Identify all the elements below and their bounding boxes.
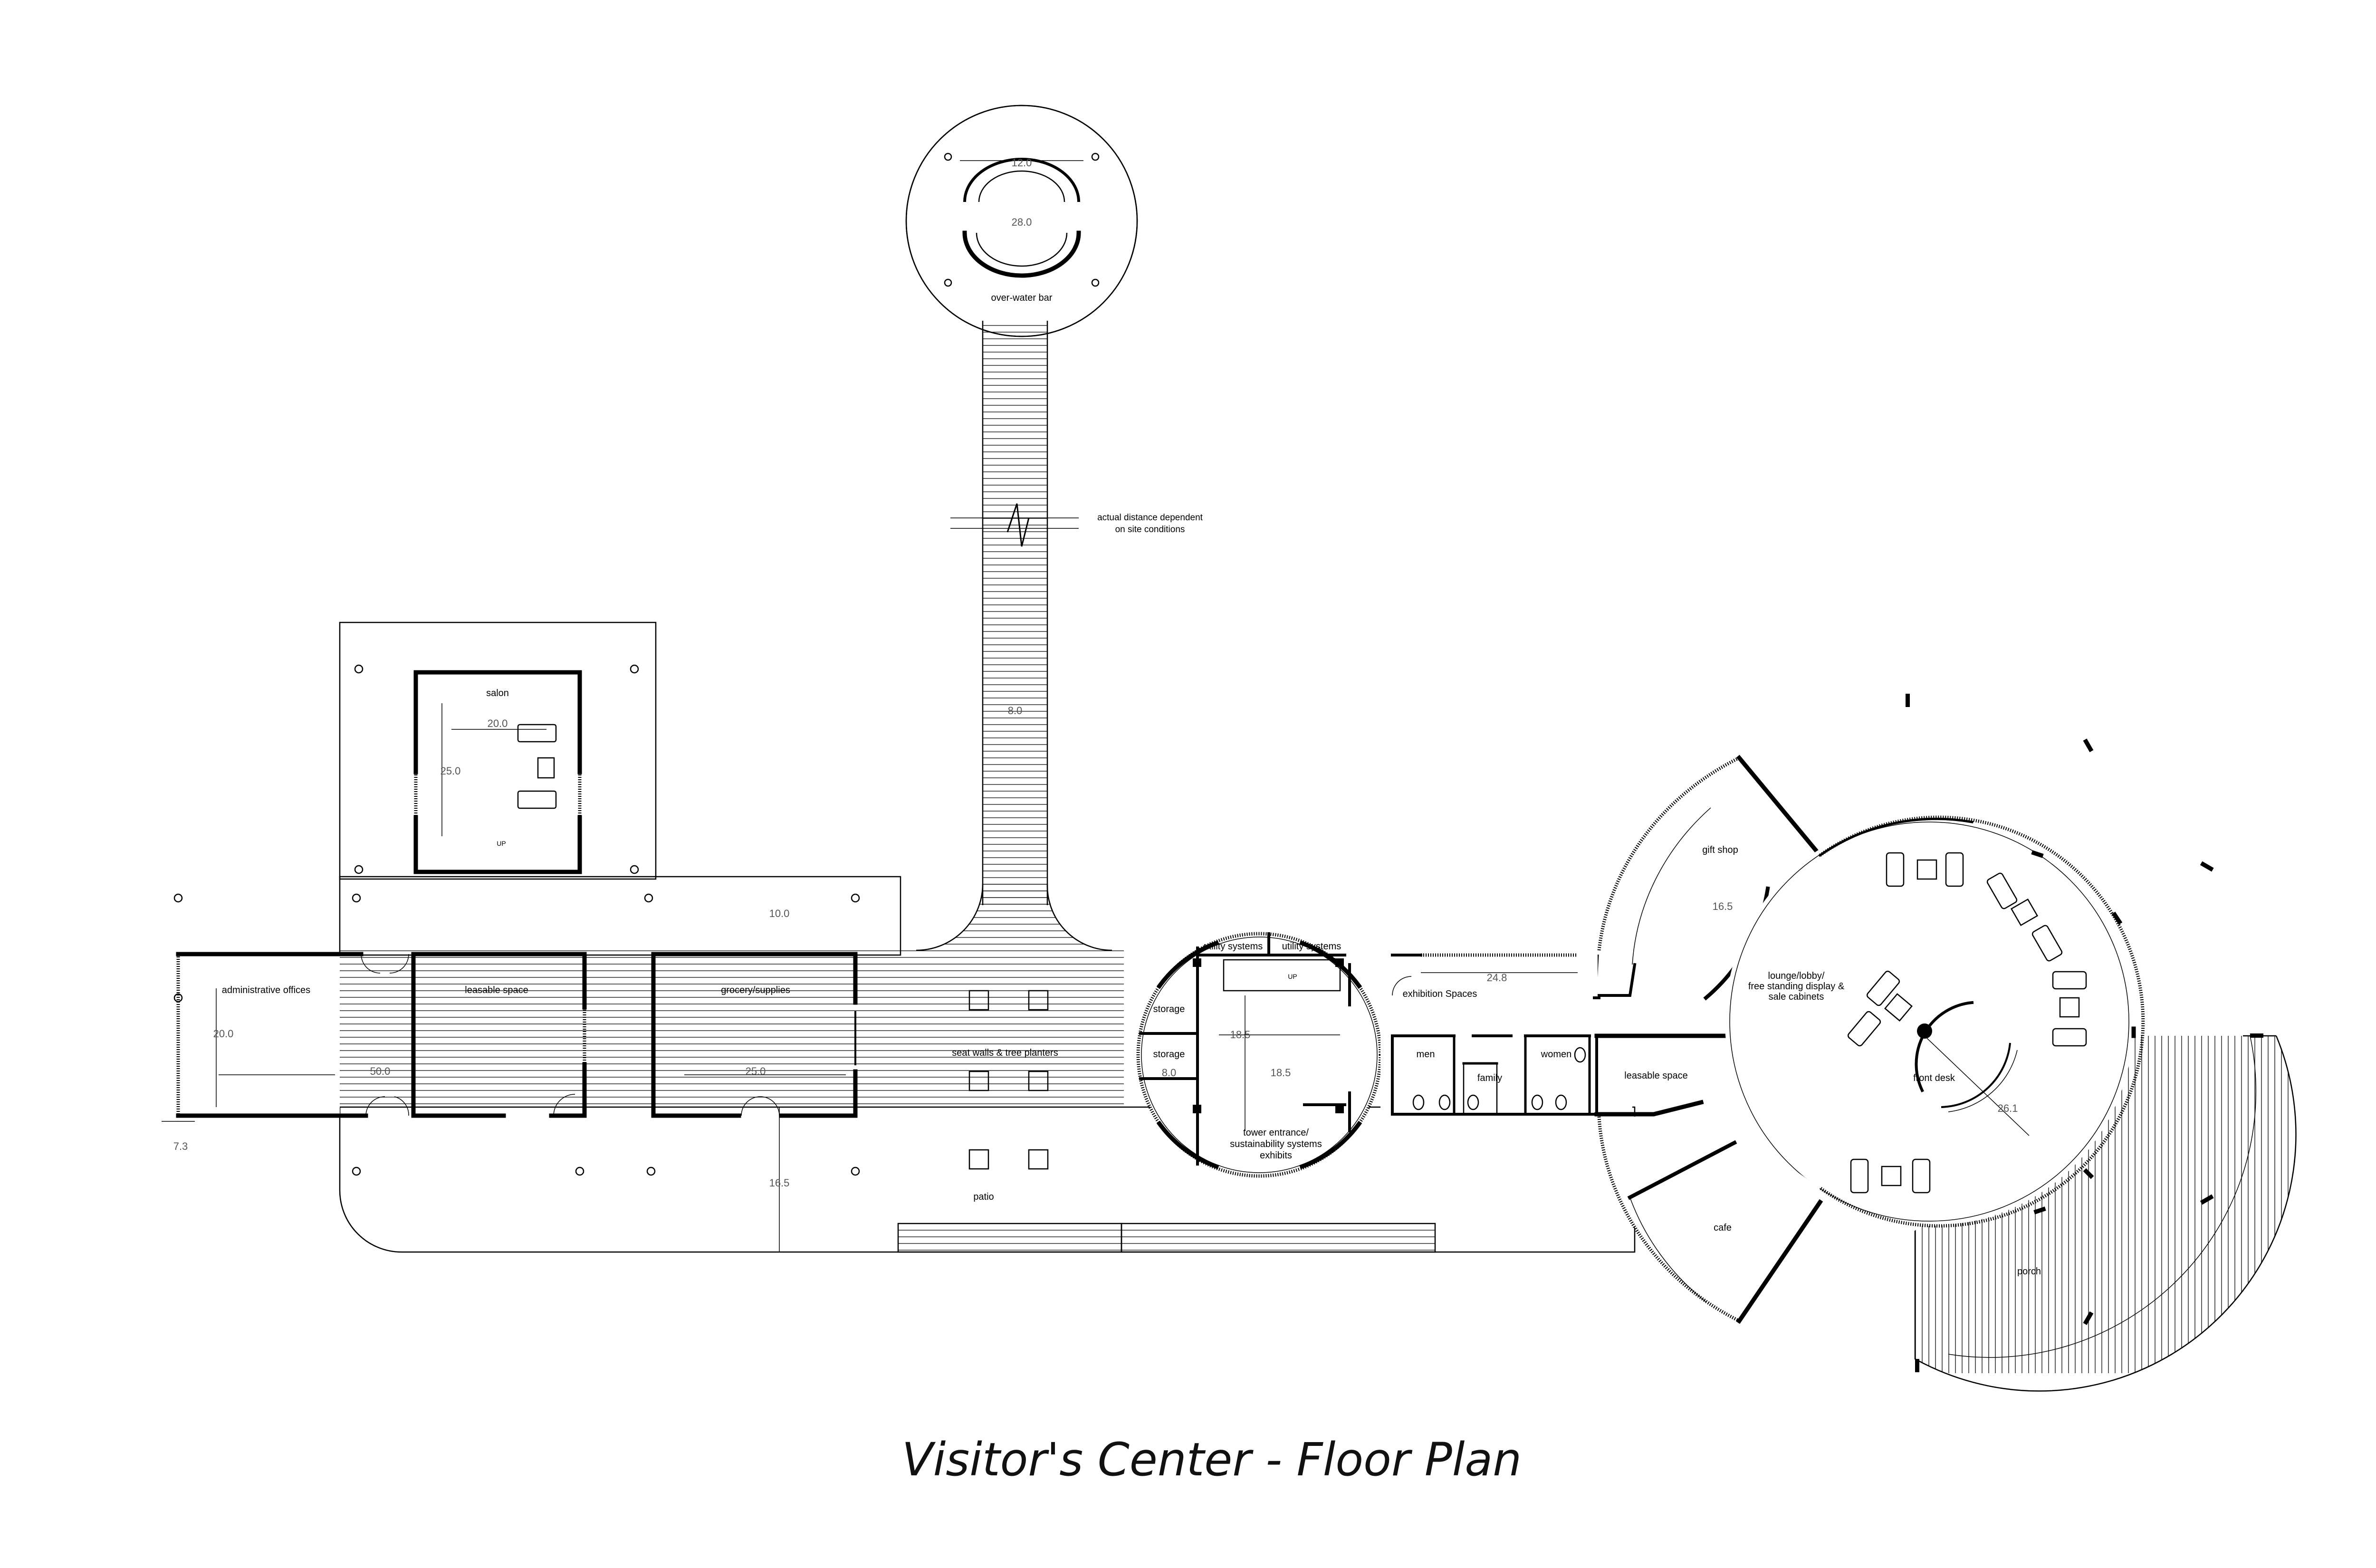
west-buildings: administrative offices 20.0 50.0 7.3 lea…: [162, 952, 858, 1152]
dim-bar-inner: 12.0: [1012, 157, 1032, 169]
lounge-line-2: free standing display &: [1748, 981, 1845, 992]
note-distance-line-2: on site conditions: [1115, 525, 1185, 535]
exterior-posts: [1906, 694, 2263, 1372]
dim-salon-width: 20.0: [488, 717, 508, 729]
room-storage-1: storage: [1153, 1004, 1185, 1014]
east-corridor: exhibition Spaces 24.8 men family women …: [1380, 953, 1727, 1117]
room-patio: patio: [973, 1192, 994, 1202]
dim-tower-width: 18.5: [1271, 1067, 1291, 1079]
room-utility-2: utility systems: [1282, 941, 1341, 952]
tower: UP utility systems utility systems stora…: [1136, 932, 1382, 1178]
walkway: actual distance dependent on site condit…: [916, 321, 1203, 951]
room-women: women: [1541, 1049, 1571, 1060]
columns: [173, 664, 860, 1176]
tower-entrance-line-3: exhibits: [1260, 1150, 1292, 1161]
room-leasable-west: leasable space: [465, 985, 528, 995]
tower-up-label: UP: [1288, 973, 1297, 980]
dim-walkway: 8.0: [1008, 705, 1023, 717]
room-front-desk: front desk: [1913, 1073, 1955, 1083]
dim-patio-gap: 16.5: [769, 1177, 790, 1189]
deck-areas: 10.0 16.5 patio: [339, 621, 1636, 1253]
dim-bar-outer: 28.0: [1012, 216, 1032, 228]
dim-deck-gap: 10.0: [769, 908, 790, 919]
room-admin: administrative offices: [222, 985, 310, 995]
room-exhibition: exhibition Spaces: [1403, 989, 1477, 999]
dim-exhibit-width: 24.8: [1487, 972, 1507, 984]
dim-grocery-width: 25.0: [746, 1065, 766, 1077]
room-over-water-bar: over-water bar: [991, 293, 1053, 303]
tower-entrance-line-2: sustainability systems: [1230, 1139, 1322, 1149]
dim-admin-width: 50.0: [370, 1065, 391, 1077]
seat-walls-and-planters: seat walls & tree planters: [952, 990, 1058, 1170]
dim-lobby-radius: 26.1: [1998, 1102, 2018, 1114]
note-distance-line-1: actual distance dependent: [1097, 513, 1203, 523]
room-storage-2: storage: [1153, 1049, 1185, 1060]
room-grocery: grocery/supplies: [721, 985, 790, 995]
dim-admin-height: 20.0: [213, 1028, 234, 1040]
main-pavilion: gift shop 16.5 front desk: [1597, 755, 2145, 1324]
room-family: family: [1477, 1073, 1502, 1083]
room-leasable-east: leasable space: [1624, 1071, 1687, 1081]
dim-tower-inner: 18.5: [1230, 1029, 1251, 1041]
salon: salon 20.0 25.0 UP: [413, 670, 582, 874]
over-water-bar: 12.0 28.0 over-water bar: [905, 105, 1138, 337]
room-seat-walls: seat walls & tree planters: [952, 1048, 1058, 1058]
room-cafe: cafe: [1714, 1223, 1732, 1233]
dim-gift-shop: 16.5: [1713, 900, 1733, 912]
dim-salon-height: 25.0: [441, 765, 461, 777]
room-gift-shop: gift shop: [1702, 845, 1738, 855]
room-men: men: [1417, 1049, 1435, 1060]
dim-edge: 7.3: [173, 1140, 188, 1152]
tower-entrance-line-1: tower entrance/: [1243, 1128, 1309, 1138]
room-porch: porch: [2017, 1266, 2041, 1277]
room-utility-1: utility systems: [1204, 941, 1263, 952]
lounge-line-3: sale cabinets: [1769, 992, 1824, 1002]
room-salon: salon: [486, 688, 509, 698]
dim-tower-storage: 8.0: [1162, 1067, 1177, 1079]
lounge-line-1: lounge/lobby/: [1768, 971, 1825, 981]
salon-up-label: UP: [497, 840, 506, 847]
page-title: Visitor's Center - Floor Plan: [902, 1433, 1522, 1486]
